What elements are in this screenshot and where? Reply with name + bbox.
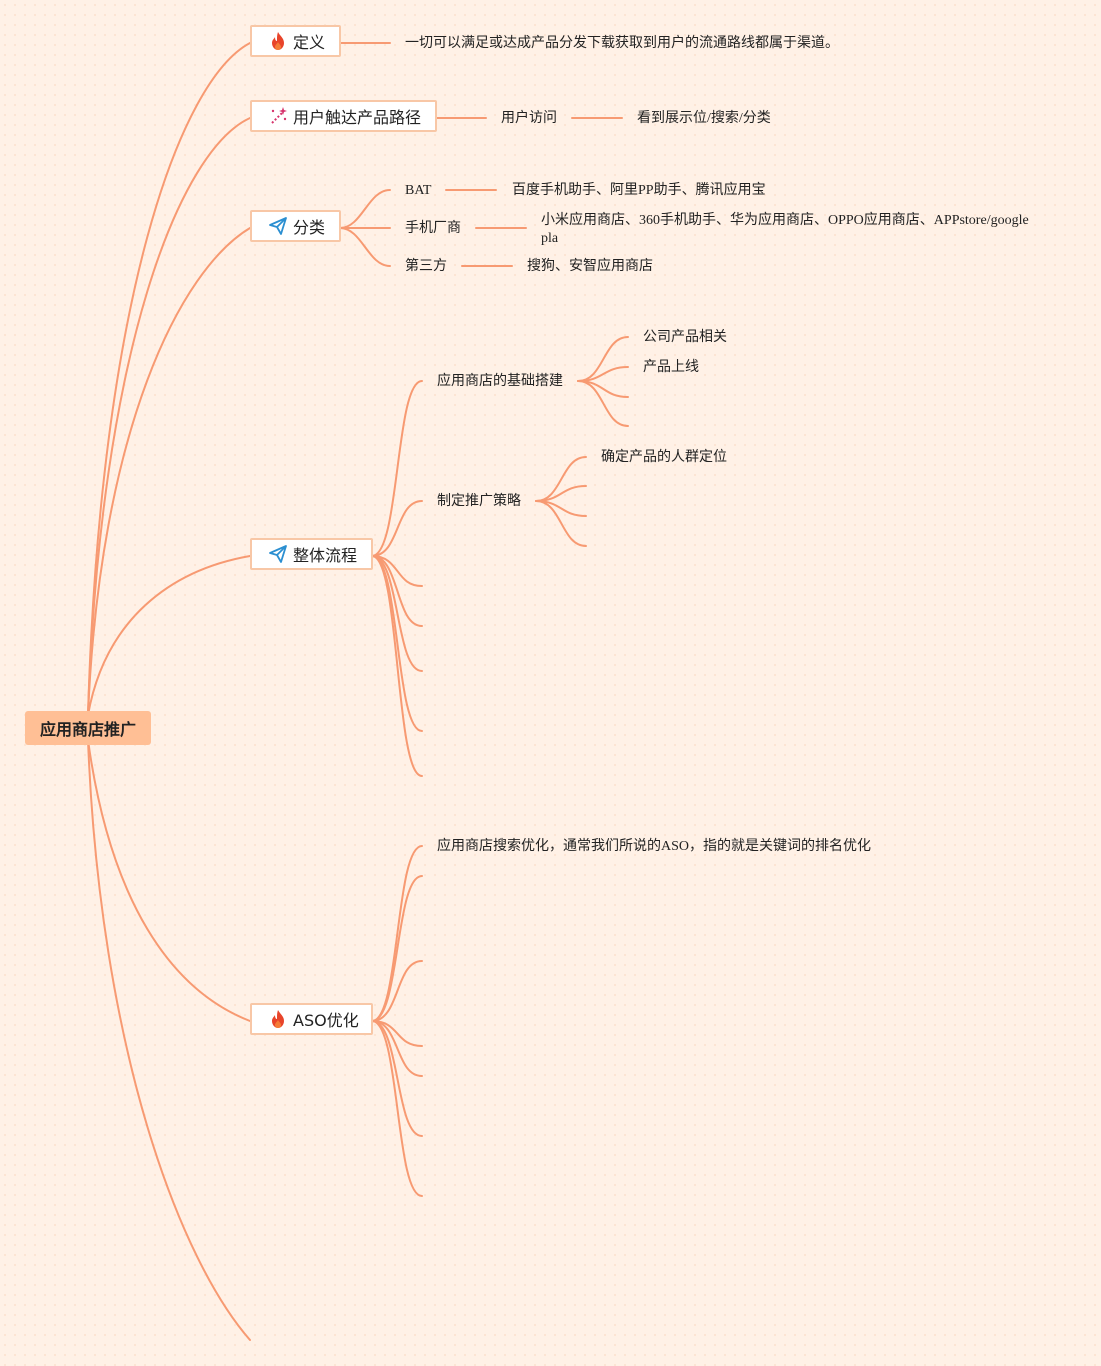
connector — [87, 739, 251, 1022]
fire-icon — [268, 1009, 288, 1029]
topic-aso[interactable]: ASO优化 — [250, 1003, 373, 1035]
connector — [87, 227, 251, 716]
topic-user-path[interactable]: 用户触达产品路径 — [250, 100, 437, 132]
path-step-1: 用户访问 — [501, 111, 557, 126]
topic-label: 用户触达产品路径 — [293, 108, 422, 127]
category-name: 手机厂商 — [405, 221, 461, 236]
category-detail: 百度手机助手、阿里PP助手、腾讯应用宝 — [512, 183, 766, 198]
definition-text: 一切可以满足或达成产品分发下载获取到用户的流通路线都属于渠道。 — [405, 36, 839, 51]
magic-wand-icon — [268, 106, 288, 126]
path-step-2: 看到展示位/搜索/分类 — [637, 111, 771, 126]
category-name: BAT — [405, 183, 432, 198]
topic-category[interactable]: 分类 — [250, 210, 341, 242]
process-leaf: 产品上线 — [643, 360, 699, 375]
topic-label: 整体流程 — [293, 546, 358, 565]
root-topic[interactable]: 应用商店推广 — [25, 711, 151, 745]
paper-plane-icon — [268, 544, 288, 564]
aso-leaf: 应用商店搜索优化，通常我们所说的ASO，指的就是关键词的排名优化 — [437, 839, 872, 854]
connector — [87, 117, 251, 716]
process-branch: 应用商店的基础搭建 — [437, 374, 563, 389]
process-leaf: 公司产品相关 — [643, 330, 727, 345]
topic-label: 定义 — [293, 33, 326, 52]
topic-definition[interactable]: 定义 — [250, 25, 341, 57]
connector — [87, 555, 251, 716]
fire-icon — [268, 31, 288, 51]
category-detail: 小米应用商店、360手机助手、华为应用商店、OPPO应用商店、APPstore/… — [541, 213, 1029, 246]
topic-label: ASO优化 — [293, 1011, 359, 1030]
process-branch: 制定推广策略 — [437, 494, 521, 509]
topic-process[interactable]: 整体流程 — [250, 538, 373, 570]
connector — [87, 42, 251, 716]
paper-plane-icon — [268, 216, 288, 236]
category-detail: 搜狗、安智应用商店 — [527, 259, 653, 274]
process-leaf: 确定产品的人群定位 — [601, 450, 727, 465]
topic-label: 分类 — [293, 218, 326, 237]
category-name: 第三方 — [405, 259, 447, 274]
connector — [87, 739, 251, 1341]
